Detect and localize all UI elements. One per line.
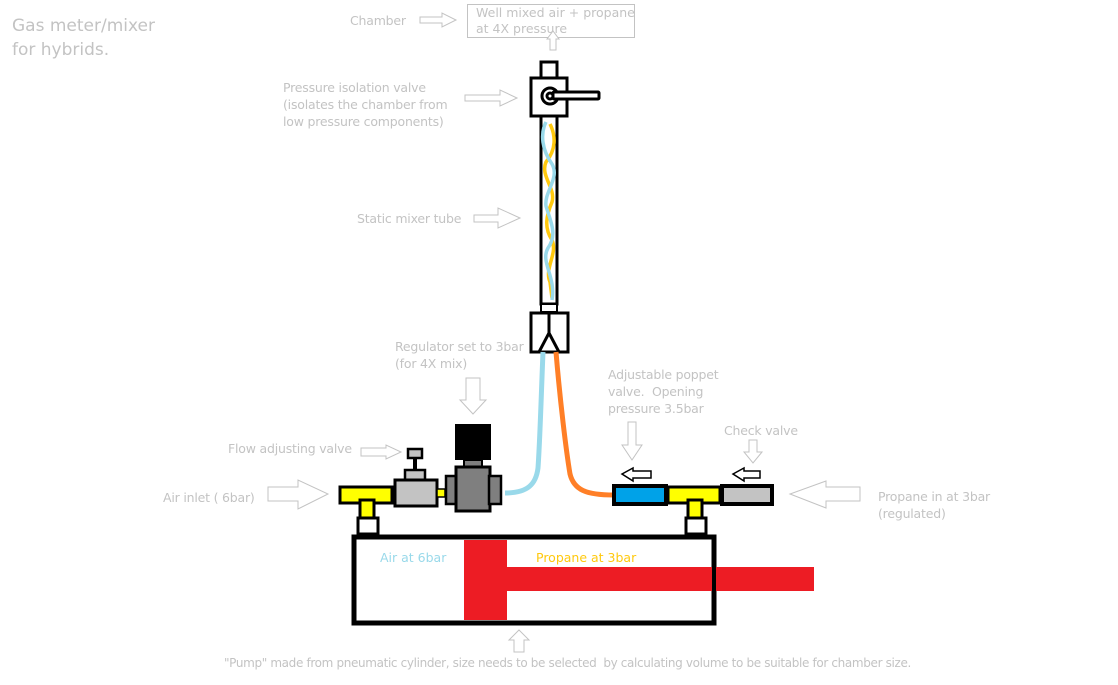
chamber-content-label: Well mixed air + propane at 4X pressure bbox=[476, 5, 635, 36]
check-flow-arrow bbox=[731, 466, 761, 483]
isolation-valve-label: Pressure isolation valve (isolates the c… bbox=[283, 80, 448, 129]
flow-valve-arrow bbox=[360, 444, 403, 460]
diagram-title: Gas meter/mixer for hybrids. bbox=[12, 16, 155, 60]
regulator-label: Regulator set to 3bar (for 4X mix) bbox=[395, 339, 524, 371]
y-junction bbox=[529, 311, 570, 354]
piston-head bbox=[464, 540, 507, 620]
poppet-flow-arrow bbox=[620, 466, 652, 483]
pump-arrow bbox=[507, 629, 531, 653]
air-inlet-arrow bbox=[267, 479, 330, 510]
check-valve-arrow bbox=[742, 439, 764, 464]
chamber-arrow bbox=[419, 12, 458, 28]
output-arrow bbox=[546, 30, 560, 51]
pump-cylinder bbox=[351, 534, 814, 626]
poppet-valve-arrow bbox=[621, 421, 643, 461]
air-hose bbox=[504, 351, 546, 496]
regulator-arrow bbox=[458, 377, 488, 415]
propane-in-arrow bbox=[788, 480, 861, 509]
propane-side-label: Propane at 3bar bbox=[536, 550, 637, 565]
isolation-valve-arrow bbox=[464, 89, 519, 107]
pump-note: "Pump" made from pneumatic cylinder, siz… bbox=[224, 656, 911, 670]
check-valve-label: Check valve bbox=[724, 423, 798, 438]
regulator bbox=[444, 424, 503, 513]
check-valve bbox=[720, 484, 774, 506]
poppet-valve bbox=[612, 484, 668, 506]
air-inlet-label: Air inlet ( 6bar) bbox=[163, 490, 255, 505]
air-side-label: Air at 6bar bbox=[380, 550, 447, 565]
propane-tee bbox=[666, 485, 722, 536]
flow-valve-label: Flow adjusting valve bbox=[228, 441, 352, 456]
piston-rod bbox=[507, 567, 814, 591]
isolation-valve bbox=[529, 60, 601, 118]
static-mixer-arrow bbox=[473, 207, 522, 229]
static-mixer-tube bbox=[539, 114, 559, 313]
propane-in-label: Propane in at 3bar (regulated) bbox=[878, 489, 991, 521]
chamber-box: Well mixed air + propane at 4X pressure bbox=[467, 4, 635, 38]
chamber-label: Chamber bbox=[350, 13, 406, 28]
air-tee bbox=[338, 485, 394, 536]
poppet-valve-label: Adjustable poppet valve. Opening pressur… bbox=[608, 367, 719, 416]
flow-adjusting-valve bbox=[393, 447, 446, 508]
propane-hose bbox=[553, 351, 615, 498]
static-mixer-label: Static mixer tube bbox=[357, 211, 462, 226]
